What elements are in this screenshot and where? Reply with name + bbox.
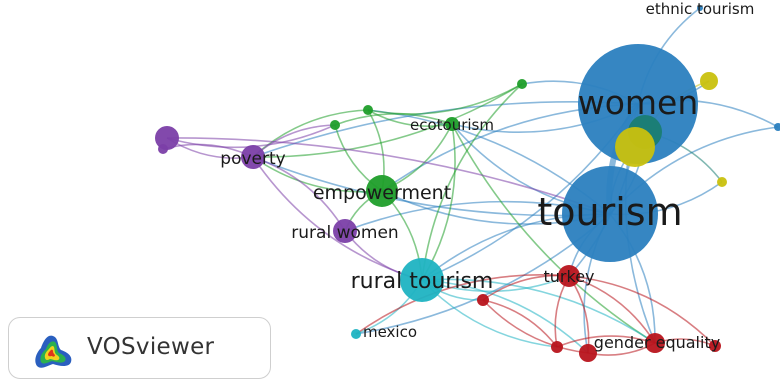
- edge-ecotourism-gender: [451, 123, 656, 344]
- node-yellow1[interactable]: [700, 72, 718, 90]
- vosviewer-logo: VOSviewer: [8, 317, 271, 379]
- edge-purple_a-tourism: [166, 137, 611, 215]
- edge-green_a-green_b: [367, 83, 523, 115]
- edge-turkey-mexico: [355, 274, 570, 335]
- label-ruralwomen: rural women: [291, 223, 398, 243]
- node-ruraltourism[interactable]: [400, 258, 444, 302]
- node-red_b[interactable]: [579, 344, 597, 362]
- label-poverty: poverty: [220, 149, 285, 169]
- node-yellow3[interactable]: [717, 177, 727, 187]
- label-ruraltourism: rural tourism: [351, 269, 494, 294]
- label-gender: gender equality: [594, 333, 720, 352]
- node-green_a[interactable]: [517, 79, 527, 89]
- label-tourism: tourism: [537, 190, 682, 234]
- node-yellow2[interactable]: [615, 127, 655, 167]
- node-ecotourism[interactable]: [445, 117, 459, 131]
- edge-red_a-red_c: [482, 299, 558, 348]
- label-ethnic: ethnic tourism: [646, 0, 755, 18]
- label-mexico: mexico: [363, 323, 417, 341]
- edge-turkey-red_d: [568, 275, 716, 347]
- edge-poverty-ruralwomen: [252, 156, 346, 232]
- edge-gender-red_c: [556, 335, 656, 348]
- edge-green_a-ruraltourism: [421, 83, 523, 281]
- node-purple_b[interactable]: [158, 144, 168, 154]
- node-red_a[interactable]: [477, 294, 489, 306]
- label-empowerment: empowerment: [313, 182, 451, 204]
- node-poverty[interactable]: [241, 145, 265, 169]
- node-ruralwomen[interactable]: [333, 219, 357, 243]
- label-turkey: turkey: [544, 267, 595, 286]
- node-purple_a[interactable]: [155, 126, 179, 150]
- edge-red_a-red_b: [482, 299, 589, 354]
- edge-green_a-poverty: [252, 83, 523, 158]
- node-tourism[interactable]: [562, 166, 658, 262]
- node-edge_blue[interactable]: [774, 123, 780, 131]
- node-ethnic[interactable]: [697, 5, 703, 11]
- node-green_c[interactable]: [330, 120, 340, 130]
- node-mexico[interactable]: [351, 329, 361, 339]
- logo-text: VOSviewer: [87, 334, 215, 360]
- node-red_d[interactable]: [709, 340, 721, 352]
- node-turkey[interactable]: [558, 265, 580, 287]
- node-empowerment[interactable]: [366, 175, 398, 207]
- label-ecotourism: ecotourism: [410, 116, 494, 134]
- edge-ruraltourism-gender: [421, 278, 656, 344]
- node-layer: [155, 5, 780, 362]
- node-gender[interactable]: [645, 333, 665, 353]
- node-green_b[interactable]: [363, 105, 373, 115]
- label-layer: women tourism ethnic tourism empowerment eco…: [220, 0, 754, 352]
- edge-turkey-gender: [568, 275, 656, 344]
- edge-ecotourism-green_b: [367, 109, 453, 127]
- node-women[interactable]: [578, 44, 698, 164]
- edge-layer: [162, 7, 779, 356]
- edge-tourism-poverty: [252, 156, 611, 217]
- label-women: women: [578, 83, 699, 122]
- edge-ruraltourism-red_b: [421, 279, 589, 354]
- vosviewer-logo-icon: [35, 335, 72, 368]
- node-red_c[interactable]: [551, 341, 563, 353]
